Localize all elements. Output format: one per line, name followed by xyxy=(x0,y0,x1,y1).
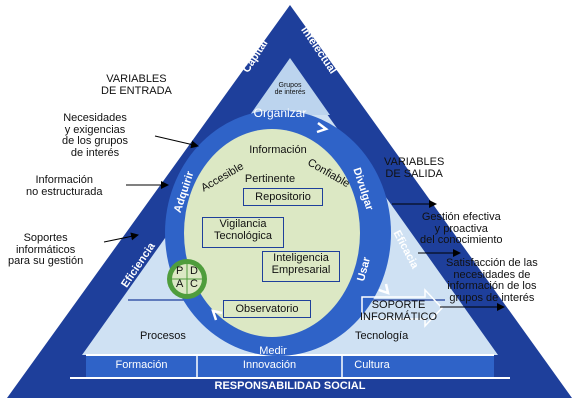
box-repositorio: Repositorio xyxy=(243,188,323,206)
pillars-band xyxy=(86,355,494,377)
arrow-soportes xyxy=(103,232,139,243)
variables-salida-title: VARIABLES DE SALIDA xyxy=(384,156,445,180)
variables-entrada-title: VARIABLES DE ENTRADA xyxy=(101,73,172,97)
pillar-formacion: Formación xyxy=(115,359,168,371)
pdca-d: D xyxy=(190,265,198,277)
ring-arrow-top xyxy=(316,122,329,134)
label-procesos: Procesos xyxy=(140,330,186,342)
label-grupos-de-interes: Grupos de interés xyxy=(274,82,306,97)
arrow-necesidades xyxy=(154,135,199,149)
label-informacion-no-estructurada: Información no estructurada xyxy=(26,174,103,198)
pdca-a: A xyxy=(176,278,184,290)
label-informacion: Información xyxy=(249,144,307,156)
pdca-c: C xyxy=(190,278,198,290)
pillar-cultura: Cultura xyxy=(354,359,390,371)
responsabilidad-social: RESPONSABILIDAD SOCIAL xyxy=(214,380,366,392)
pillar-innovacion: Innovación xyxy=(242,359,297,371)
label-medir: Medir xyxy=(259,345,287,357)
ring-arrow-right xyxy=(378,283,390,295)
ring-arrow-bottom xyxy=(211,309,223,321)
label-soportes: Soportes informáticos para su gestión xyxy=(8,232,84,268)
label-organizar: Organizar xyxy=(253,106,307,120)
box-vigilancia: Vigilancia Tecnológica xyxy=(202,217,284,248)
grupos-triangle xyxy=(250,58,330,115)
label-gestion-efectiva: Gestión efectiva y proactiva del conocim… xyxy=(420,211,503,247)
pdca-p: P xyxy=(176,265,184,277)
label-satisfaccion: Satisfacción de las necesidades de infor… xyxy=(446,257,538,304)
label-soporte-informatico: SOPORTE INFORMÁTICO xyxy=(360,299,437,323)
box-inteligencia: Inteligencia Empresarial xyxy=(262,251,340,282)
soporte-arrow xyxy=(361,288,444,328)
label-pertinente: Pertinente xyxy=(244,173,296,185)
box-observatorio: Observatorio xyxy=(223,300,311,318)
label-necesidades: Necesidades y exigencias de los grupos d… xyxy=(62,112,129,159)
label-tecnologia: Tecnología xyxy=(355,330,409,342)
